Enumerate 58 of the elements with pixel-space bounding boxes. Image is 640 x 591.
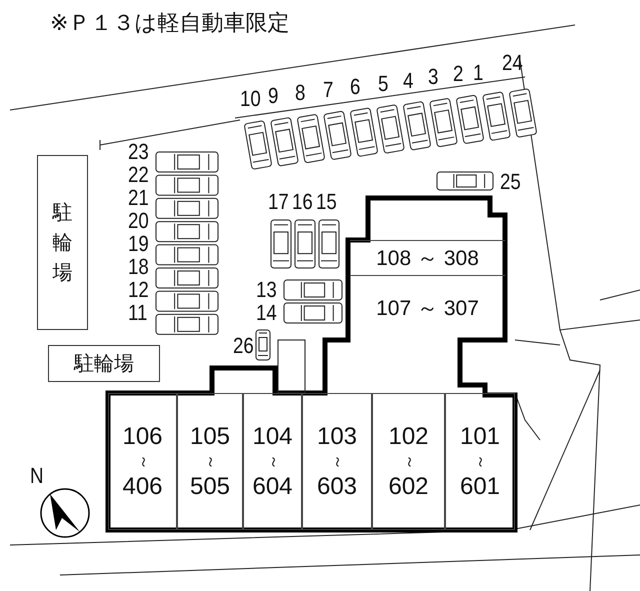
parking-space-number: 22 — [128, 164, 149, 186]
range-mark: ～ — [201, 454, 220, 470]
note-title: ※Ｐ１３は軽自動車限定 — [50, 9, 290, 37]
parking-space-number: 16 — [292, 191, 313, 213]
parking-space-number: 3 — [428, 66, 438, 88]
facility-label: 駐輪場 — [52, 200, 74, 286]
parking-space-number: 8 — [295, 82, 306, 104]
unit-number: 102 — [388, 422, 429, 452]
parking-space-number: 11 — [128, 302, 148, 324]
parking-space-number: 4 — [403, 70, 414, 92]
unit-number: 603 — [316, 472, 358, 502]
parking-space-number: 25 — [500, 171, 521, 193]
parking-space-number: 5 — [378, 73, 388, 95]
bicycle-parking-box — [48, 345, 160, 382]
parking-space-number: 15 — [316, 191, 337, 213]
parking-space-number: 21 — [128, 187, 149, 209]
facility-label: 駐輪場 — [74, 352, 134, 377]
parking-space-number: 24 — [502, 52, 523, 74]
parking-space-number: 26 — [233, 335, 254, 357]
parking-space-number: 12 — [128, 279, 149, 301]
apartment-unit-box — [445, 393, 515, 530]
unit-number: 105 — [190, 422, 230, 452]
parking-space-number: 1 — [473, 62, 484, 84]
parking-space-number: 6 — [350, 76, 360, 98]
unit-number: 406 — [122, 472, 163, 502]
unit-number: 505 — [190, 472, 230, 502]
unit-number: 103 — [316, 422, 358, 452]
apartment-unit-box — [243, 393, 302, 530]
parking-space-number: 23 — [128, 141, 149, 163]
parking-space-number: 18 — [128, 256, 149, 278]
unit-number: 106 — [122, 422, 163, 452]
parking-space-number: 17 — [268, 191, 289, 213]
range-mark: ～ — [400, 454, 418, 470]
range-mark: ～ — [471, 454, 490, 470]
north-label: N — [30, 465, 44, 487]
range-mark: ～ — [134, 454, 152, 470]
parking-space-number: 9 — [268, 85, 278, 107]
unit-number: 601 — [460, 472, 500, 502]
apartment-unit-box — [177, 393, 243, 530]
unit-number: 604 — [252, 472, 293, 502]
parking-space-number: 2 — [453, 63, 464, 85]
unit-number: 602 — [388, 472, 429, 502]
unit-number: 107 ～ 307 — [376, 296, 479, 322]
parking-space-number: 19 — [128, 233, 149, 255]
apartment-unit-box — [108, 393, 177, 530]
parking-space-number: 20 — [128, 210, 149, 232]
parking-space-number: 7 — [323, 79, 334, 101]
unit-number: 104 — [252, 422, 293, 452]
apartment-unit-box — [302, 393, 372, 530]
bicycle-parking-box — [37, 155, 88, 330]
unit-number: 101 — [460, 422, 500, 452]
apartment-unit-box — [372, 393, 445, 530]
parking-space-number: 13 — [256, 279, 277, 301]
range-mark: ～ — [328, 454, 347, 470]
range-mark: ～ — [264, 454, 282, 470]
unit-number: 108 ～ 308 — [376, 246, 479, 272]
parking-space-number: 10 — [240, 88, 261, 110]
parking-space-number: 14 — [256, 302, 277, 324]
